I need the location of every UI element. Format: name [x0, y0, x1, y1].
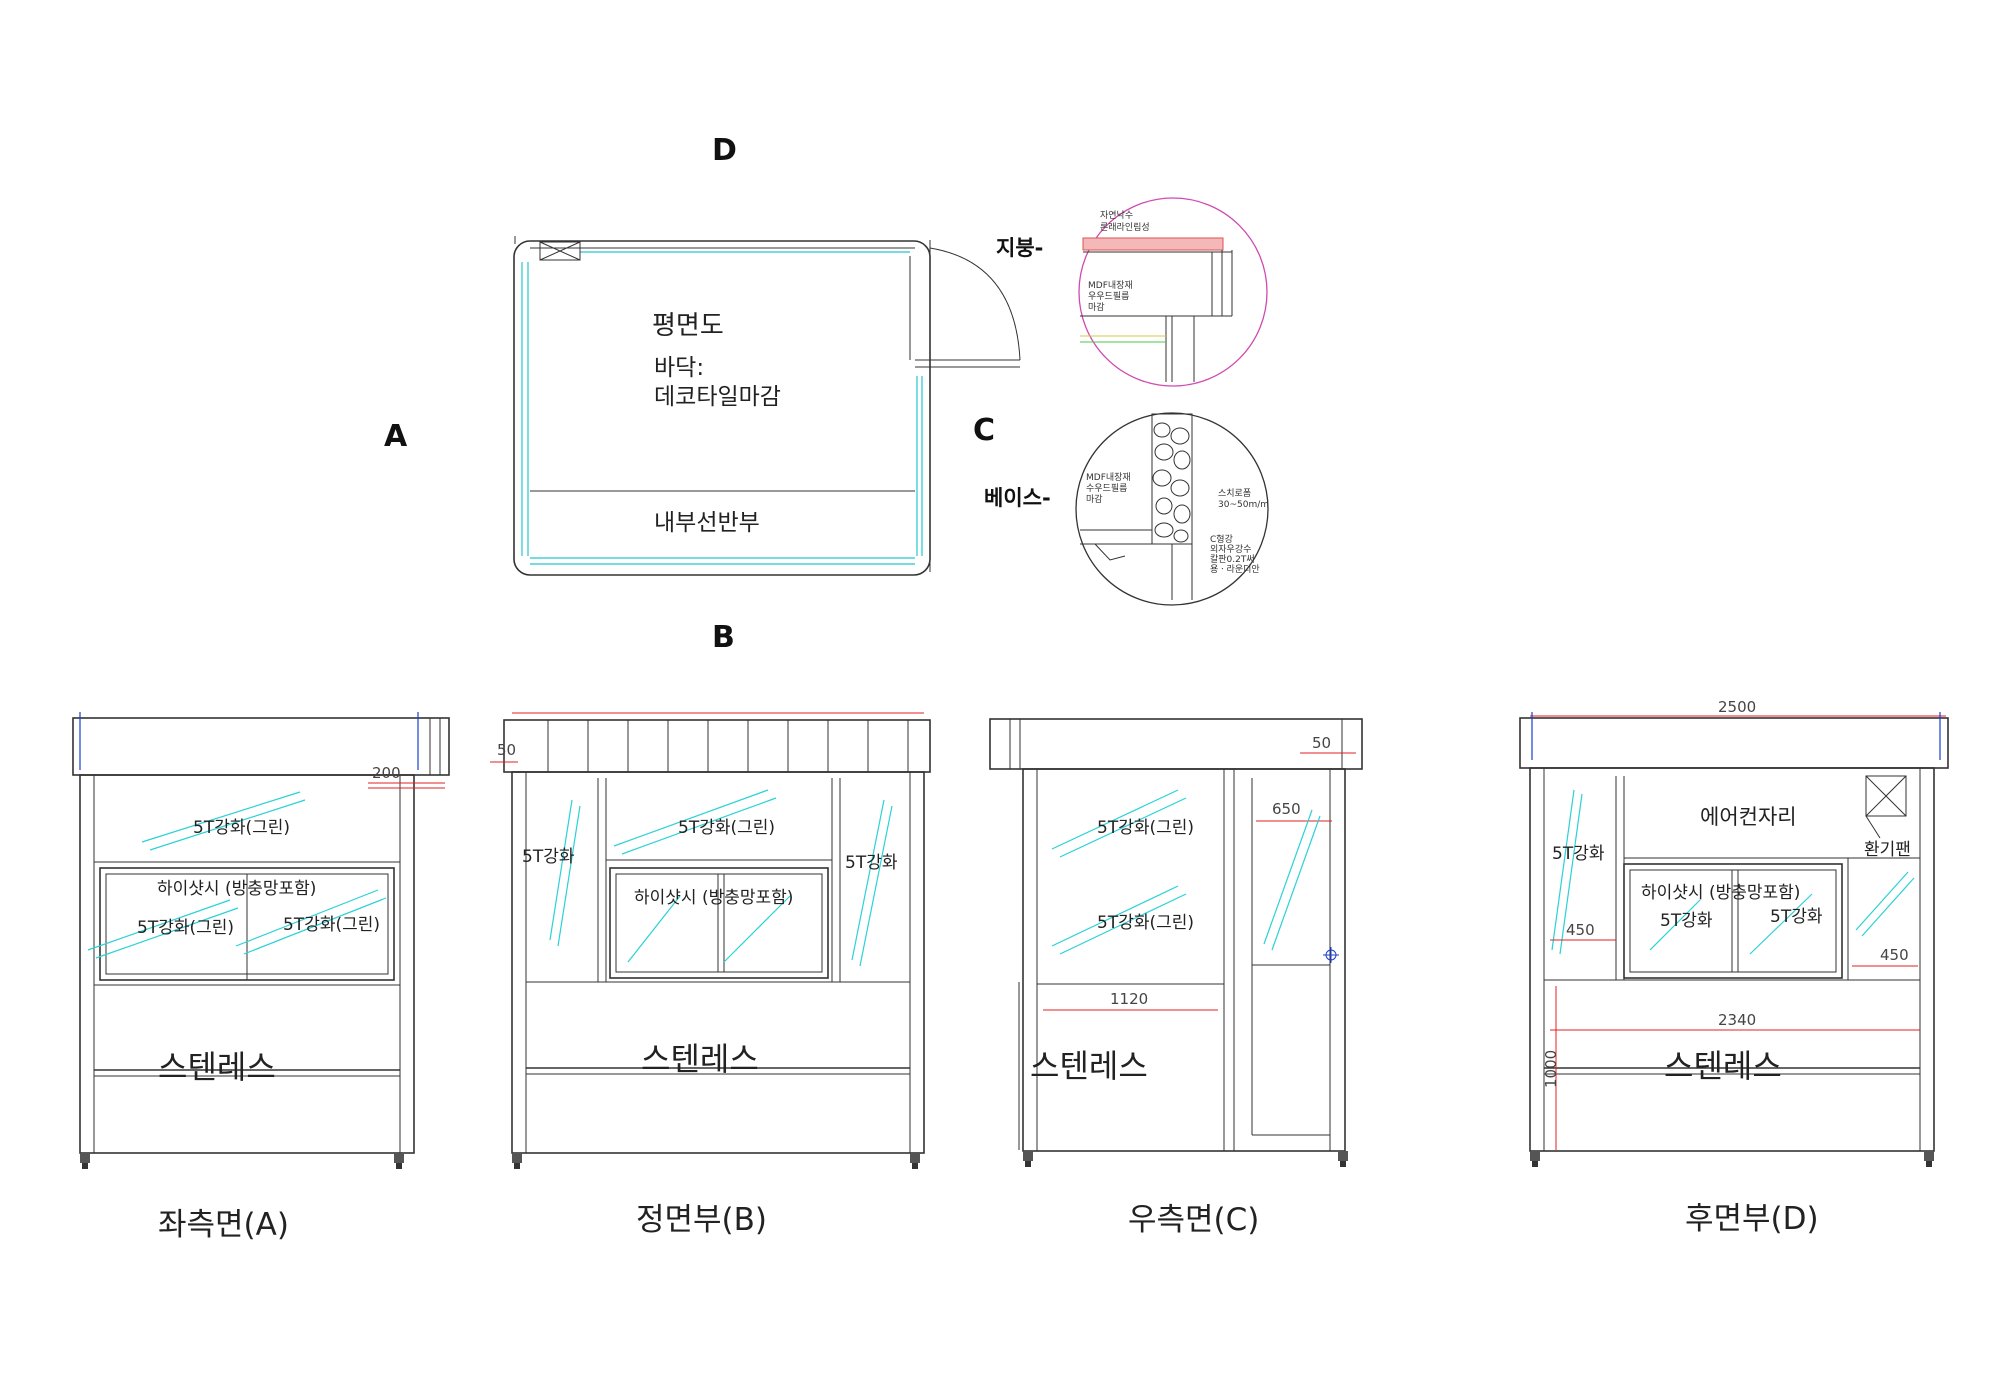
base-note-8: 칼판0.2T써	[1210, 554, 1255, 565]
rear-dim-450b: 450	[1880, 946, 1909, 964]
right-glass-top: 5T강화(그린)	[1097, 818, 1194, 838]
roof-note-3: MDF내장재	[1088, 280, 1133, 291]
rear-glass-r: 5T강화	[1770, 907, 1823, 927]
rear-dim-450a: 450	[1566, 921, 1595, 939]
rear-caption: 후면부(D)	[1685, 1201, 1819, 1237]
roof-note-4: 우우드필름	[1088, 290, 1129, 302]
right-dim-650: 650	[1272, 800, 1301, 818]
plan-floor-finish: 데코타일마감	[654, 384, 781, 410]
front-glass-top: 5T강화(그린)	[678, 818, 775, 838]
base-note-2: 수우드필름	[1086, 482, 1127, 494]
left-glass-l: 5T강화(그린)	[137, 918, 234, 938]
rear-fan: 환기팬	[1864, 840, 1911, 860]
right-dim-50: 50	[1312, 734, 1331, 752]
roof-note-1: 자연낙수	[1100, 210, 1133, 221]
rear-material: 스텐레스	[1664, 1047, 1782, 1085]
roof-note-2: 론래라인림성	[1100, 221, 1150, 233]
left-glass-r: 5T강화(그린)	[283, 915, 380, 935]
marker-a: A	[384, 419, 408, 454]
plan-floor-label: 바닥:	[654, 355, 704, 381]
base-label: 베이스-	[984, 486, 1051, 510]
rear-glass-l: 5T강화	[1660, 911, 1713, 931]
marker-c: C	[973, 413, 995, 448]
rear-dim-2340: 2340	[1718, 1011, 1756, 1029]
rear-dim-top: 2500	[1718, 698, 1756, 716]
plan-shelf: 내부선반부	[654, 510, 760, 536]
view-left-side: 5T강화(그린) 하이샷시 (방충망포함) 5T강화(그린) 5T강화(그린) …	[72, 712, 450, 1243]
base-note-6: C형강	[1210, 534, 1233, 545]
roof-label: 지붕-	[996, 236, 1043, 260]
right-glass-bottom: 5T강화(그린)	[1097, 913, 1194, 933]
base-note-4: 스치로폼	[1218, 487, 1251, 499]
front-caption: 정면부(B)	[636, 1202, 767, 1238]
left-material: 스텐레스	[158, 1048, 276, 1086]
roof-note-5: 마감	[1088, 301, 1105, 313]
rear-aircon: 에어컨자리	[1700, 805, 1797, 829]
right-material: 스텐레스	[1030, 1047, 1148, 1085]
front-glass-left: 5T강화	[522, 847, 575, 867]
front-sash: 하이샷시 (방충망포함)	[634, 888, 793, 908]
base-note-1: MDF내장재	[1086, 472, 1131, 483]
view-rear: 2500 에어컨자리 환	[1519, 698, 1949, 1237]
left-caption: 좌측면(A)	[158, 1207, 289, 1243]
marker-b: B	[712, 620, 735, 655]
view-right-side: 50 650 5T강화(그린) 5T강화(그린) 1120 스텐레스 우측면(C…	[989, 718, 1363, 1238]
rear-sash: 하이샷시 (방충망포함)	[1641, 883, 1800, 903]
base-note-5: 30~50m/m	[1218, 500, 1269, 510]
rear-glass-left: 5T강화	[1552, 844, 1605, 864]
right-caption: 우측면(C)	[1128, 1202, 1259, 1238]
base-note-7: 외자우강수	[1210, 543, 1251, 555]
front-dim-50: 50	[497, 741, 516, 759]
base-detail: 베이스- MDF내장재 수우드필름 마감 스치로폼 30~50m/m C형강 외…	[984, 412, 1269, 606]
base-note-9: 용ㆍ라운디안	[1210, 564, 1260, 575]
view-front: 50 5T강화(그린) 5T강화 5T강화 하이샷시 (방충망포함) 스텐레스 …	[490, 712, 931, 1238]
right-dim-1120: 1120	[1110, 990, 1148, 1008]
rear-dim-1000: 1000	[1542, 1050, 1560, 1088]
roof-detail: 지붕- 자연낙수 론래라인림성 MDF내장재 우우드필름 마감	[996, 197, 1268, 387]
marker-d: D	[712, 133, 737, 168]
base-note-3: 마감	[1086, 493, 1103, 505]
left-sash: 하이샷시 (방충망포함)	[157, 879, 316, 899]
plan-title: 평면도	[652, 311, 724, 341]
plan-view: 평면도 바닥: 데코타일마감 내부선반부	[513, 236, 1021, 576]
front-material: 스텐레스	[641, 1040, 759, 1078]
front-glass-right: 5T강화	[845, 853, 898, 873]
left-dim-200: 200	[372, 764, 401, 782]
left-glass-top: 5T강화(그린)	[193, 818, 290, 838]
